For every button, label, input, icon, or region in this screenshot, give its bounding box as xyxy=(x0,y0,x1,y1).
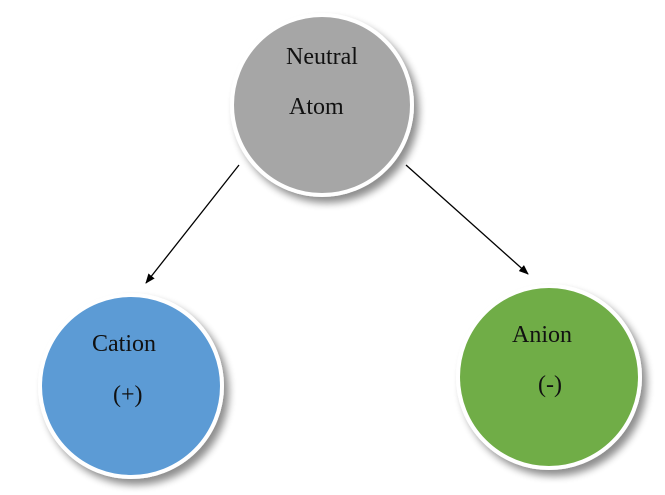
neutral-atom-label-line2: Atom xyxy=(289,94,344,120)
arrow-to-anion xyxy=(405,164,529,275)
cation-label-line1: Cation xyxy=(92,331,156,357)
anion-label-line1: Anion xyxy=(512,322,572,348)
neutral-atom-label-line1: Neutral xyxy=(286,44,358,70)
cation-label-line2: (+) xyxy=(113,382,143,408)
arrow-to-cation xyxy=(145,164,240,284)
node-anion: Anion (-) xyxy=(456,284,642,470)
neutral-atom-circle xyxy=(230,13,414,197)
anion-circle xyxy=(456,284,642,470)
cation-circle xyxy=(38,293,224,479)
node-neutral-atom: Neutral Atom xyxy=(230,13,414,197)
node-cation: Cation (+) xyxy=(38,293,224,479)
anion-label-line2: (-) xyxy=(538,372,562,398)
